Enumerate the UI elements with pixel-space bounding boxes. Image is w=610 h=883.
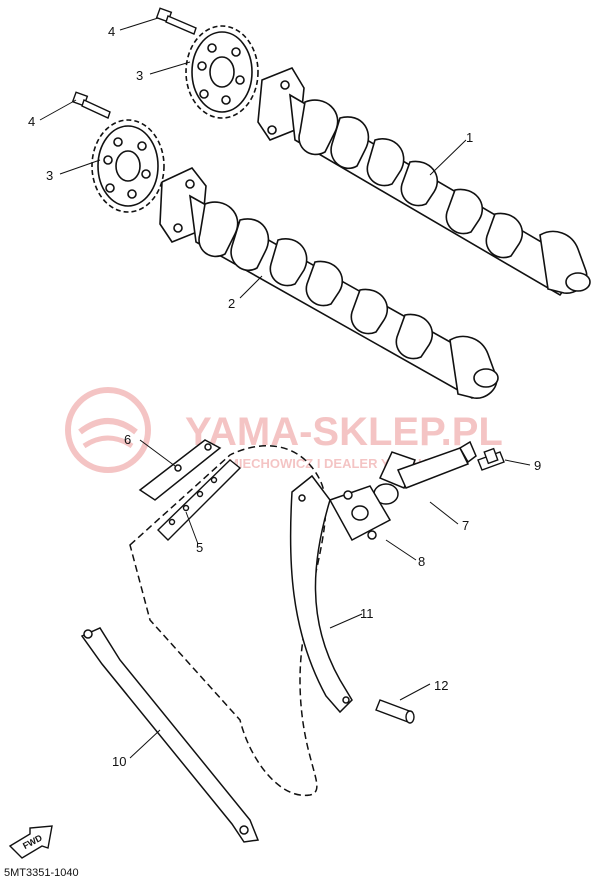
- callout-11: 11: [360, 606, 374, 621]
- callout-2: 2: [228, 296, 235, 311]
- catalog-code: 5MT3351-1040: [4, 867, 79, 879]
- watermark-text: YAMA-SKLEP.PL: [185, 410, 503, 454]
- cam-chain: [129, 445, 327, 797]
- chain-tensioner: [373, 440, 477, 505]
- callout-1: 1: [466, 130, 473, 145]
- callout-9: 9: [534, 458, 541, 473]
- chain-guide-intake: [80, 627, 260, 843]
- callout-3-upper: 3: [136, 68, 143, 83]
- exhaust-camshaft: [257, 67, 591, 297]
- upper-sprocket-bolt: [155, 7, 197, 35]
- watermark-logo-icon: [65, 387, 151, 473]
- fwd-arrow-icon: FWD: [8, 825, 53, 859]
- guide-pin: [375, 699, 415, 724]
- lower-cam-sprocket: [91, 119, 165, 213]
- intake-camshaft: [159, 167, 499, 399]
- chain-guide-exhaust: [289, 474, 353, 714]
- lower-sprocket-bolt: [71, 91, 111, 119]
- callout-12: 12: [434, 678, 448, 693]
- chain-link-segment: [157, 459, 242, 541]
- chain-guide-stopper: [138, 439, 222, 501]
- callout-4-upper: 4: [108, 24, 115, 39]
- upper-cam-sprocket: [185, 25, 259, 119]
- tensioner-gasket: [328, 485, 392, 542]
- callout-10: 10: [112, 754, 126, 769]
- watermark: YAMA-SKLEP.PL MIECHOWICZ I DEALER YAMAHA: [65, 387, 503, 473]
- callout-8: 8: [418, 554, 425, 569]
- callout-5: 5: [196, 540, 203, 555]
- callout-3-lower: 3: [46, 168, 53, 183]
- callout-4-lower: 4: [28, 114, 35, 129]
- tensioner-bolt: [477, 447, 505, 471]
- callout-7: 7: [462, 518, 469, 533]
- callout-6: 6: [124, 432, 131, 447]
- leader-lines: [39, 17, 531, 759]
- callout-labels: 1 2 3 3 4 4 5 6 7 8 9 10 11 12: [28, 24, 541, 769]
